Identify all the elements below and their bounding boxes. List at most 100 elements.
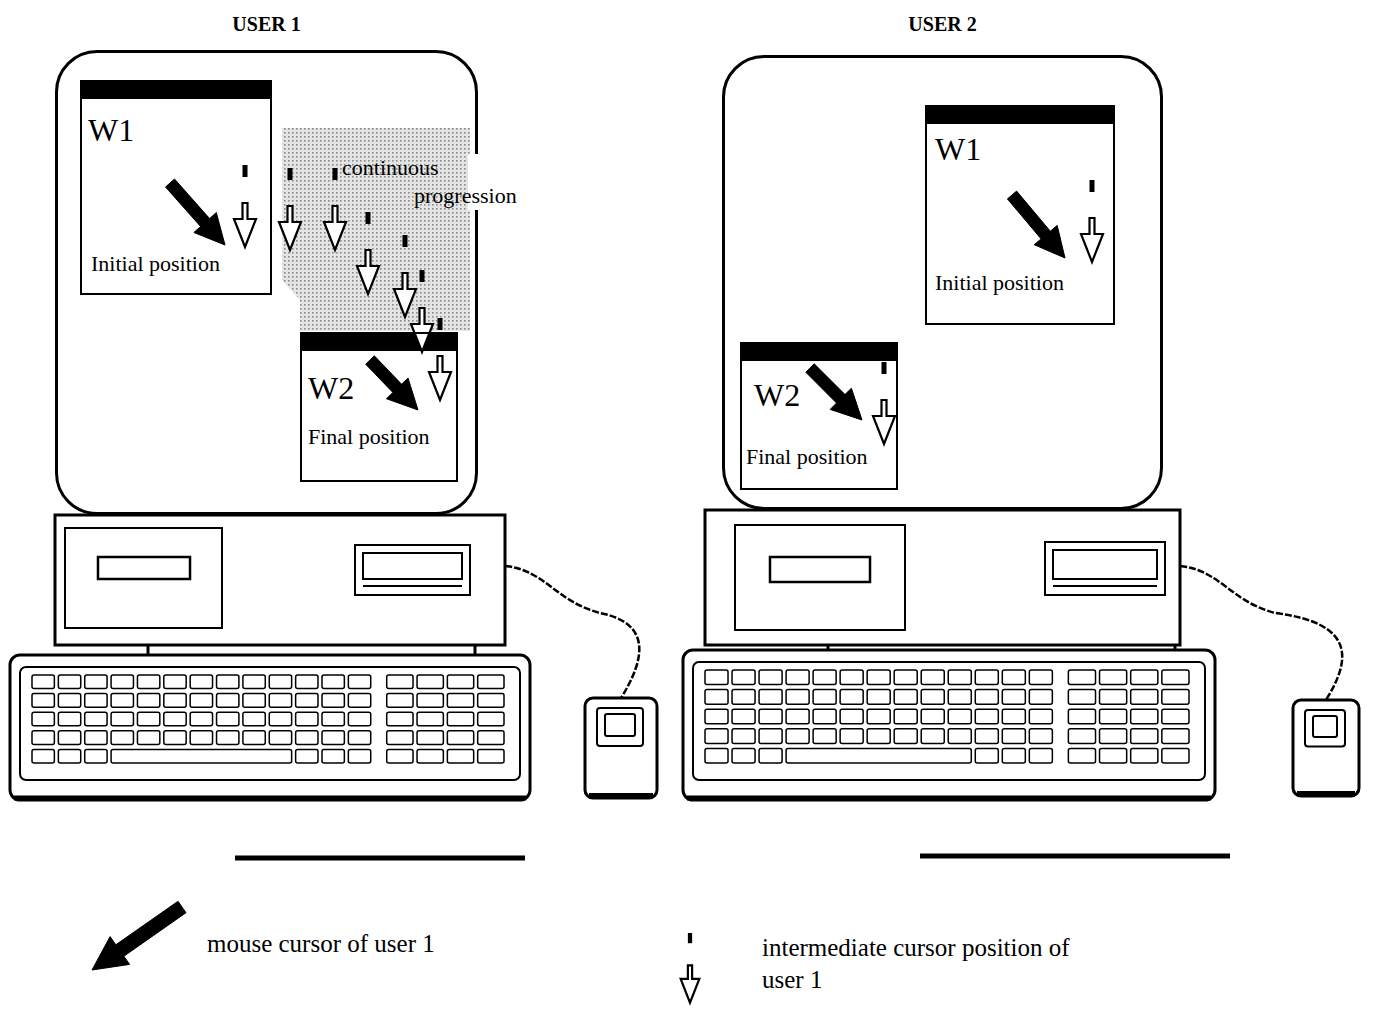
cursor-marker: [688, 933, 692, 943]
annotation-label: continuous progression: [342, 154, 524, 210]
keyboard-key: [867, 709, 890, 724]
keyboard-key: [164, 712, 186, 726]
legend-text: mouse cursor of user 1: [207, 928, 527, 960]
keyboard-key: [447, 712, 473, 726]
keyboard-key: [975, 670, 998, 685]
keyboard-key: [269, 731, 291, 745]
position-label: Final position: [746, 444, 868, 469]
keyboard-key: [447, 749, 473, 763]
keyboard-key: [813, 670, 836, 685]
cursor-marker: [882, 362, 887, 374]
keyboard-key: [32, 731, 54, 745]
keyboard-key: [58, 712, 80, 726]
keyboard-case: [10, 655, 530, 800]
mouse-button: [1305, 710, 1345, 746]
keyboard-key: [478, 694, 504, 708]
keyboard-key: [867, 690, 890, 705]
keyboard-key: [296, 675, 318, 689]
window-title-bar: [300, 332, 458, 351]
intermediate-cursor: [1081, 180, 1103, 262]
cursor-outline: [873, 400, 895, 444]
monitor-screen: USER 1W1Initial positionW2Final position: [55, 50, 478, 515]
disk-slot: [1053, 550, 1157, 579]
keyboard-key: [921, 729, 944, 744]
keyboard-key: [894, 729, 917, 744]
keyboard-key: [348, 712, 370, 726]
keyboard-key: [348, 675, 370, 689]
keyboard-key: [296, 694, 318, 708]
keyboard-key: [164, 694, 186, 708]
keyboard-key: [322, 694, 344, 708]
keyboard-key: [478, 731, 504, 745]
user-heading: USER 2: [725, 13, 1160, 36]
keyboard-key: [1068, 670, 1095, 685]
keyboard-key: [975, 690, 998, 705]
keyboard-key: [417, 749, 443, 763]
keyboard-key: [417, 712, 443, 726]
cursor-layer: [166, 165, 1104, 444]
keyboard-key: [786, 670, 809, 685]
base-line: [920, 854, 1230, 859]
keyboard-key: [975, 748, 998, 763]
keyboard-key: [813, 709, 836, 724]
mouse-shadow: [1297, 791, 1355, 795]
disk-slot-edge: [1053, 585, 1157, 587]
keyboard-key: [732, 729, 755, 744]
cursor-marker: [438, 318, 443, 330]
keyboard-key: [111, 675, 133, 689]
keyboard-key: [387, 749, 413, 763]
keyboard-key: [322, 712, 344, 726]
system-unit: [705, 510, 1180, 645]
position-label: Initial position: [91, 251, 220, 276]
keyboard-key: [137, 675, 159, 689]
cursor-outline: [429, 356, 451, 400]
window-ground: [300, 332, 458, 482]
keyboard-key: [1002, 709, 1025, 724]
keyboard-key: [921, 690, 944, 705]
mouse-cursor: [166, 179, 226, 245]
cursor-marker: [403, 235, 408, 247]
window-name: W2: [754, 377, 800, 414]
keyboard-key: [164, 731, 186, 745]
keyboard-key: [243, 694, 265, 708]
keyboard-key: [296, 712, 318, 726]
mouse-cursor: [1007, 191, 1065, 258]
keyboard-key: [137, 694, 159, 708]
cursor-outline: [681, 965, 700, 1002]
keyboard-key: [387, 731, 413, 745]
intermediate-cursor: [429, 318, 451, 400]
keyboard-key: [348, 749, 370, 763]
keyboard-key: [58, 694, 80, 708]
keyboard-key: [840, 690, 863, 705]
window-name: W2: [308, 370, 354, 407]
mouse-shadow: [589, 793, 653, 797]
base-line: [235, 856, 525, 861]
computer-unit: [683, 510, 1359, 856]
keyboard-key: [1100, 748, 1127, 763]
keyboard-key: [111, 749, 292, 763]
keyboard-key: [948, 670, 971, 685]
keyboard-deck: [693, 662, 1205, 780]
window-ground: [925, 105, 1115, 325]
keyboard-key: [58, 675, 80, 689]
cursor-outline: [279, 206, 301, 250]
keyboard-key: [786, 690, 809, 705]
user-heading: USER 1: [58, 13, 475, 36]
keyboard-key: [813, 729, 836, 744]
keyboard-key: [1100, 729, 1127, 744]
keyboard-key: [813, 690, 836, 705]
keyboard-key: [975, 709, 998, 724]
window-title-bar: [740, 342, 898, 361]
keyboard-key: [732, 709, 755, 724]
app-window: W2Final position: [740, 342, 898, 490]
keyboard-key: [867, 670, 890, 685]
keyboard-key: [296, 731, 318, 745]
keyboard-key: [32, 675, 54, 689]
keyboard-key: [478, 749, 504, 763]
intermediate-cursor: [394, 235, 416, 317]
keyboard-key: [478, 712, 504, 726]
position-label: Final position: [308, 424, 430, 449]
cursor-marker: [243, 165, 248, 177]
